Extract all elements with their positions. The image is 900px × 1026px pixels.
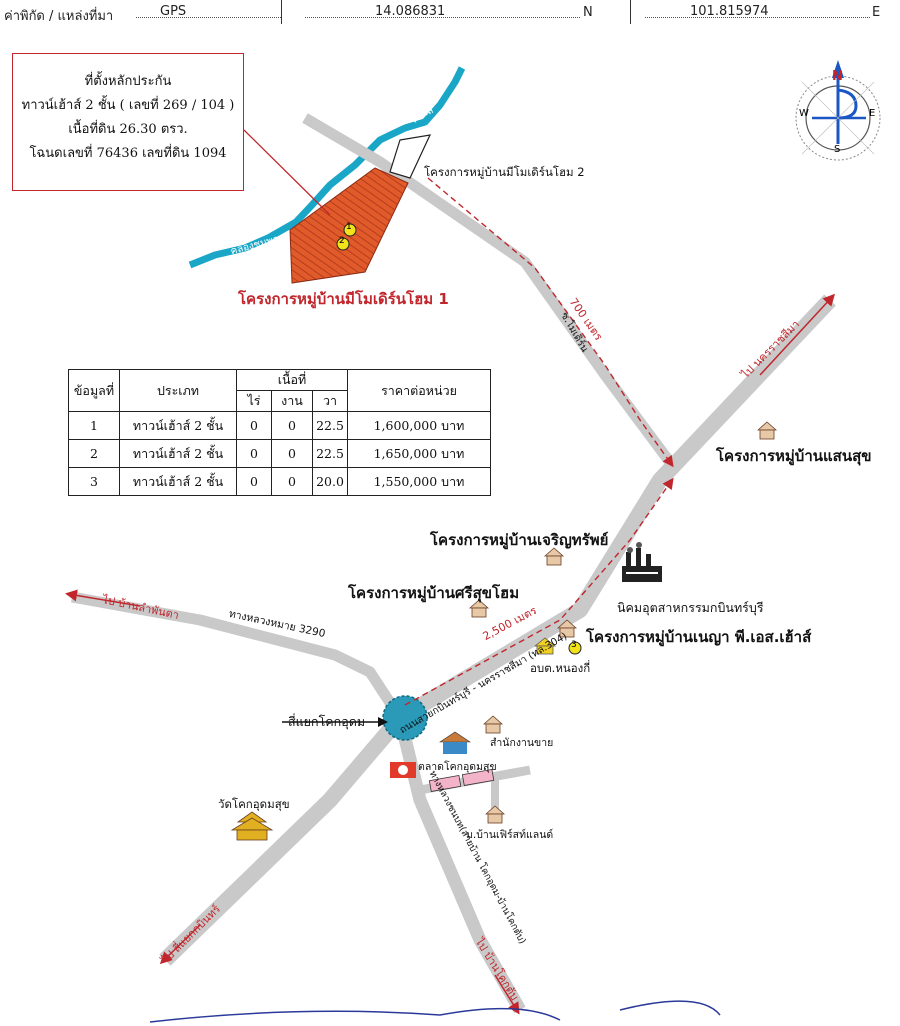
cell: 0 — [236, 411, 272, 440]
industrial-label: นิคมอุตสาหกรรมกบินทร์บุรี — [617, 600, 764, 615]
marker-3 — [568, 641, 582, 655]
canal — [188, 66, 466, 269]
marker-1 — [343, 223, 357, 237]
house-icon — [756, 421, 778, 440]
comparable-table: ข้อมูลที่ ประเภท เนื้อที่ ราคาต่อหน่วย ไ… — [68, 369, 491, 496]
divider — [281, 0, 282, 24]
cell: ทาวน์เฮ้าส์ 2 ชั้น — [119, 411, 237, 440]
cell: 3 — [68, 467, 120, 496]
marker-1-label: 1 — [346, 222, 352, 232]
cell: 0 — [236, 467, 272, 496]
collateral-info-box: ที่ตั้งหลักประกัน ทาวน์เฮ้าส์ 2 ชั้น ( เ… — [12, 53, 244, 191]
cell: 22.5 — [312, 439, 348, 468]
col-type: ประเภท — [119, 369, 237, 412]
project-2-plot — [389, 134, 432, 179]
collateral-area: เนื้อที่ดิน 26.30 ตรว. — [68, 122, 188, 137]
cell: 1,550,000 บาท — [347, 467, 491, 496]
cell: 20.0 — [312, 467, 348, 496]
highway-3290 — [71, 591, 405, 722]
temple-icon — [230, 811, 274, 841]
arrow-lamphanta — [65, 589, 141, 607]
collateral-title: ที่ตั้งหลักประกัน — [84, 74, 172, 89]
cell: 0 — [236, 439, 272, 468]
lat-direction: N — [583, 5, 593, 20]
market-label: ตลาดโคกอุดมสุข — [418, 761, 497, 773]
charoen-label: โครงการหมู่บ้านเจริญทรัพย์ — [430, 531, 609, 549]
marker-2 — [336, 237, 350, 251]
arrow-sriwiang — [159, 924, 201, 965]
soi-road — [302, 113, 677, 469]
col-price: ราคาต่อหน่วย — [347, 369, 491, 412]
cell: 1,650,000 บาท — [347, 439, 491, 468]
compass-icon — [795, 60, 881, 161]
compass-e: E — [869, 108, 876, 119]
marker-2-label: 2 — [339, 236, 345, 246]
cell: 22.5 — [312, 411, 348, 440]
latitude-value: 14.086831 — [375, 4, 446, 19]
compass-w: W — [799, 108, 809, 119]
coord-source: GPS — [160, 4, 187, 19]
distance-700-arrow — [427, 177, 674, 468]
house-icon — [468, 599, 490, 618]
lon-direction: E — [872, 5, 881, 20]
house-icon — [484, 805, 506, 824]
cell: 1,600,000 บาท — [347, 411, 491, 440]
arrow-koktab — [494, 974, 520, 1015]
roundabout — [382, 695, 428, 741]
cell: 0 — [271, 439, 313, 468]
longitude-value: 101.815974 — [690, 4, 769, 19]
srisuk-label: โครงการหมู่บ้านศรีสุขโฮม — [348, 584, 520, 602]
cell: 2 — [68, 439, 120, 468]
sales-office-label: สำนักงานขาย — [490, 737, 554, 749]
project2-label: โครงการหมู่บ้านมีโมเดิร์นโฮม 2 — [424, 165, 585, 179]
saensuk-label: โครงการหมู่บ้านแสนสุข — [716, 447, 872, 465]
house-icon — [556, 619, 578, 638]
table-row: 2 ทาวน์เฮ้าส์ 2 ชั้น 0 0 22.5 1,650,000 … — [68, 439, 491, 468]
col-no: ข้อมูลที่ — [68, 369, 120, 412]
dotted-line — [645, 17, 870, 18]
coord-label: ค่าพิกัด / แหล่งที่มา — [4, 9, 114, 24]
highway-304 — [159, 294, 836, 966]
divider — [630, 0, 631, 24]
office-icon — [533, 637, 557, 655]
arrow-korat — [759, 293, 836, 376]
house-icon — [543, 547, 565, 566]
cell: 1 — [68, 411, 120, 440]
school-icon — [439, 731, 471, 754]
factory-icon — [622, 542, 662, 582]
cell: 0 — [271, 411, 313, 440]
dotted-line — [136, 17, 281, 18]
market-building — [428, 775, 462, 792]
pointer-line — [243, 129, 331, 216]
collateral-type: ทาวน์เฮ้าส์ 2 ชั้น ( เลขที่ 269 / 104 ) — [21, 98, 235, 113]
signature-scribble — [149, 1000, 721, 1023]
market-building — [461, 769, 495, 786]
cell: ทาวน์เฮ้าส์ 2 ชั้น — [119, 439, 237, 468]
project1-label: โครงการหมู่บ้านมีโมเดิร์นโฮม 1 — [238, 290, 449, 308]
col-area: เนื้อที่ — [236, 369, 348, 391]
coordinate-header: ค่าพิกัด / แหล่งที่มา GPS 14.086831 N 10… — [0, 0, 900, 26]
collateral-deed: โฉนดเลขที่ 76436 เลขที่ดิน 1094 — [29, 146, 227, 161]
compass-s: S — [834, 144, 841, 155]
dotted-line — [305, 17, 580, 18]
temple-label: วัดโคกอุดมสุข — [218, 797, 290, 811]
house-icon — [482, 715, 504, 734]
moo-baan-label: ม.บ้านเฟิร์สท์แลนด์ — [466, 829, 554, 841]
market-logo-icon — [390, 762, 416, 778]
compass-n: N — [832, 69, 843, 84]
col-ngan: งาน — [271, 390, 313, 412]
col-rai: ไร่ — [236, 390, 272, 412]
cell: ทาวน์เฮ้าส์ 2 ชั้น — [119, 467, 237, 496]
table-row: 3 ทาวน์เฮ้าส์ 2 ชั้น 0 0 20.0 1,550,000 … — [68, 467, 491, 496]
marker-3-label: 3 — [571, 640, 577, 650]
nenya-label: โครงการหมู่บ้านเนญา พี.เอส.เฮ้าส์ — [586, 628, 812, 646]
col-wa: วา — [312, 390, 348, 412]
cell: 0 — [271, 467, 313, 496]
obt-label: อบต.หนองกี่ — [530, 661, 591, 675]
table-row: 1 ทาวน์เฮ้าส์ 2 ชั้น 0 0 22.5 1,600,000 … — [68, 411, 491, 440]
junction-label: สี่แยกโคกอุดม — [288, 714, 366, 729]
